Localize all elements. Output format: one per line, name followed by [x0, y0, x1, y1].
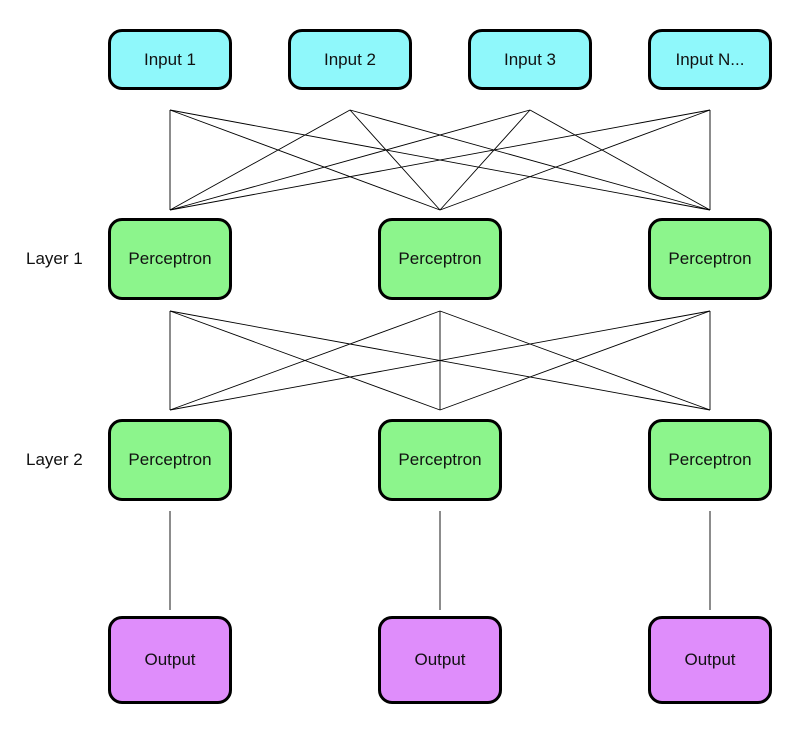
input-node-2: Input 2 [288, 29, 412, 90]
input-node-1: Input 1 [108, 29, 232, 90]
edge-l1-2-to-l2-1 [169, 310, 441, 411]
edge-l1-3-to-l2-1 [169, 310, 711, 411]
edge-input-3-to-l1-3 [529, 109, 711, 211]
edge-input-3-to-l1-2 [439, 109, 531, 211]
edge-input-4-to-l1-2 [439, 109, 711, 211]
layer-2-perceptron-1: Perceptron [108, 419, 232, 501]
input-node-3: Input 3 [468, 29, 592, 90]
layer-1-label: Layer 1 [26, 249, 83, 268]
edge-input-2-to-l1-2 [349, 109, 441, 211]
edge-input-2-to-l1-3 [349, 109, 711, 211]
edge-l1-3-to-l2-2 [439, 310, 711, 411]
layer-2-perceptron-2: Perceptron [378, 419, 502, 501]
edge-input-3-to-l1-1 [169, 109, 531, 211]
layer-1-perceptron-3: Perceptron [648, 218, 772, 300]
layer-2-label: Layer 2 [26, 450, 83, 469]
edge-input-1-to-l1-2 [169, 109, 441, 211]
layer-2-perceptron-3: Perceptron [648, 419, 772, 501]
edge-input-2-to-l1-1 [169, 109, 351, 211]
edge-input-4-to-l1-1 [169, 109, 711, 211]
layer-1-perceptron-2: Perceptron [378, 218, 502, 300]
output-node-3: Output [648, 616, 772, 704]
output-node-2: Output [378, 616, 502, 704]
input-node-n: Input N... [648, 29, 772, 90]
output-node-1: Output [108, 616, 232, 704]
layer-1-perceptron-1: Perceptron [108, 218, 232, 300]
